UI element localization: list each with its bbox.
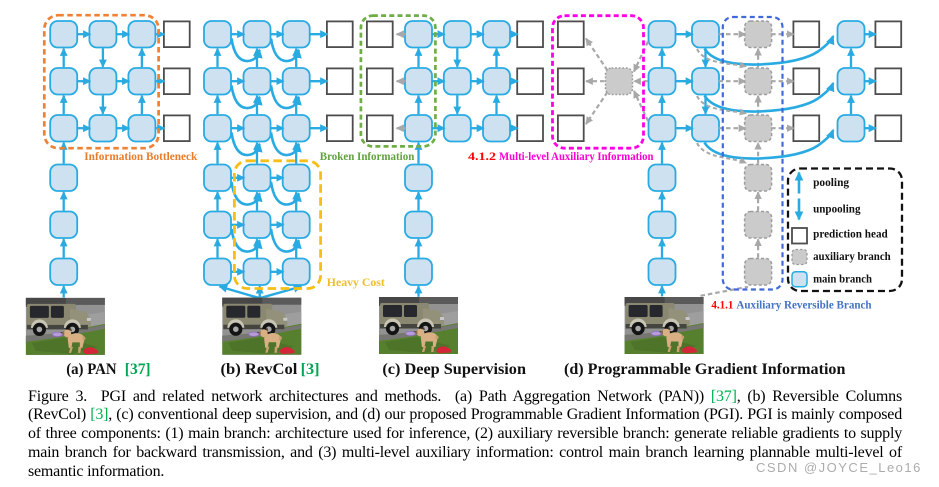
svg-text:(b) RevCol: (b) RevCol bbox=[221, 361, 299, 378]
svg-text:pooling: pooling bbox=[813, 177, 849, 189]
svg-text:[3]: [3] bbox=[301, 361, 320, 378]
svg-text:prediction head: prediction head bbox=[813, 229, 888, 241]
svg-text:main branch: main branch bbox=[813, 273, 872, 285]
svg-text:(c) Deep Supervision: (c) Deep Supervision bbox=[382, 361, 526, 378]
svg-text:Information Bottleneck: Information Bottleneck bbox=[84, 151, 198, 163]
svg-text:4.1.1: 4.1.1 bbox=[711, 300, 733, 312]
svg-text:Broken Information: Broken Information bbox=[320, 151, 415, 163]
svg-text:4.1.2: 4.1.2 bbox=[468, 151, 496, 163]
svg-text:unpooling: unpooling bbox=[813, 203, 861, 215]
svg-text:[37]: [37] bbox=[125, 361, 151, 378]
svg-text:(a) PAN: (a) PAN bbox=[66, 361, 116, 378]
svg-text:Multi-level Auxiliary Informat: Multi-level Auxiliary Information bbox=[499, 151, 654, 163]
svg-text:Heavy Cost: Heavy Cost bbox=[327, 277, 385, 289]
svg-text:auxiliary branch: auxiliary branch bbox=[813, 251, 891, 263]
svg-text:Auxiliary Reversible Branch: Auxiliary Reversible Branch bbox=[736, 300, 872, 312]
svg-text:(d) Programmable Gradient Info: (d) Programmable Gradient Information bbox=[564, 361, 846, 378]
